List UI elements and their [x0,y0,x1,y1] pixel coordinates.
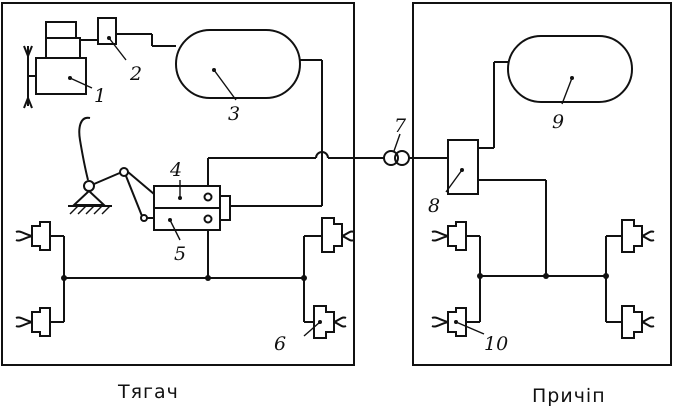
brake-chamber-trailer-rear-right [606,305,655,339]
tractor-frame [1,2,355,366]
compressor [23,21,93,109]
trailer-brake-valve [445,139,547,276]
brake-valve [153,180,231,241]
air-tank-tractor [175,29,323,206]
brake-pedal-linkage [68,116,155,222]
caption-tractor: Тягач [117,381,179,403]
callout-9: 9 [552,111,564,133]
caption-trailer: Причіп [532,385,606,407]
trailer-frame [412,2,672,366]
callout-3: 3 [228,103,240,125]
callout-5: 5 [174,243,186,265]
brake-chamber-trailer-front-left [431,221,480,251]
brake-chamber-tractor-rear-left [15,307,64,337]
tractor-brake-lines [61,236,307,322]
air-tank-trailer [478,35,633,149]
callout-7: 7 [394,115,407,137]
callout-2: 2 [129,63,142,85]
brake-chamber-trailer-rear-left [431,307,485,337]
callout-4: 4 [169,159,182,181]
callout-1: 1 [94,85,106,107]
coupling-head [383,133,448,166]
brake-chamber-tractor-rear-right [303,305,347,339]
callout-6: 6 [274,333,286,355]
callout-10: 10 [484,333,508,355]
trailer-brake-lines [477,236,609,322]
brake-chamber-tractor-front-left [15,221,64,251]
pressure-regulator [80,17,176,61]
brake-chamber-trailer-front-right [606,219,655,253]
callout-8: 8 [428,195,440,217]
brake-chamber-tractor-front-right [304,217,355,253]
